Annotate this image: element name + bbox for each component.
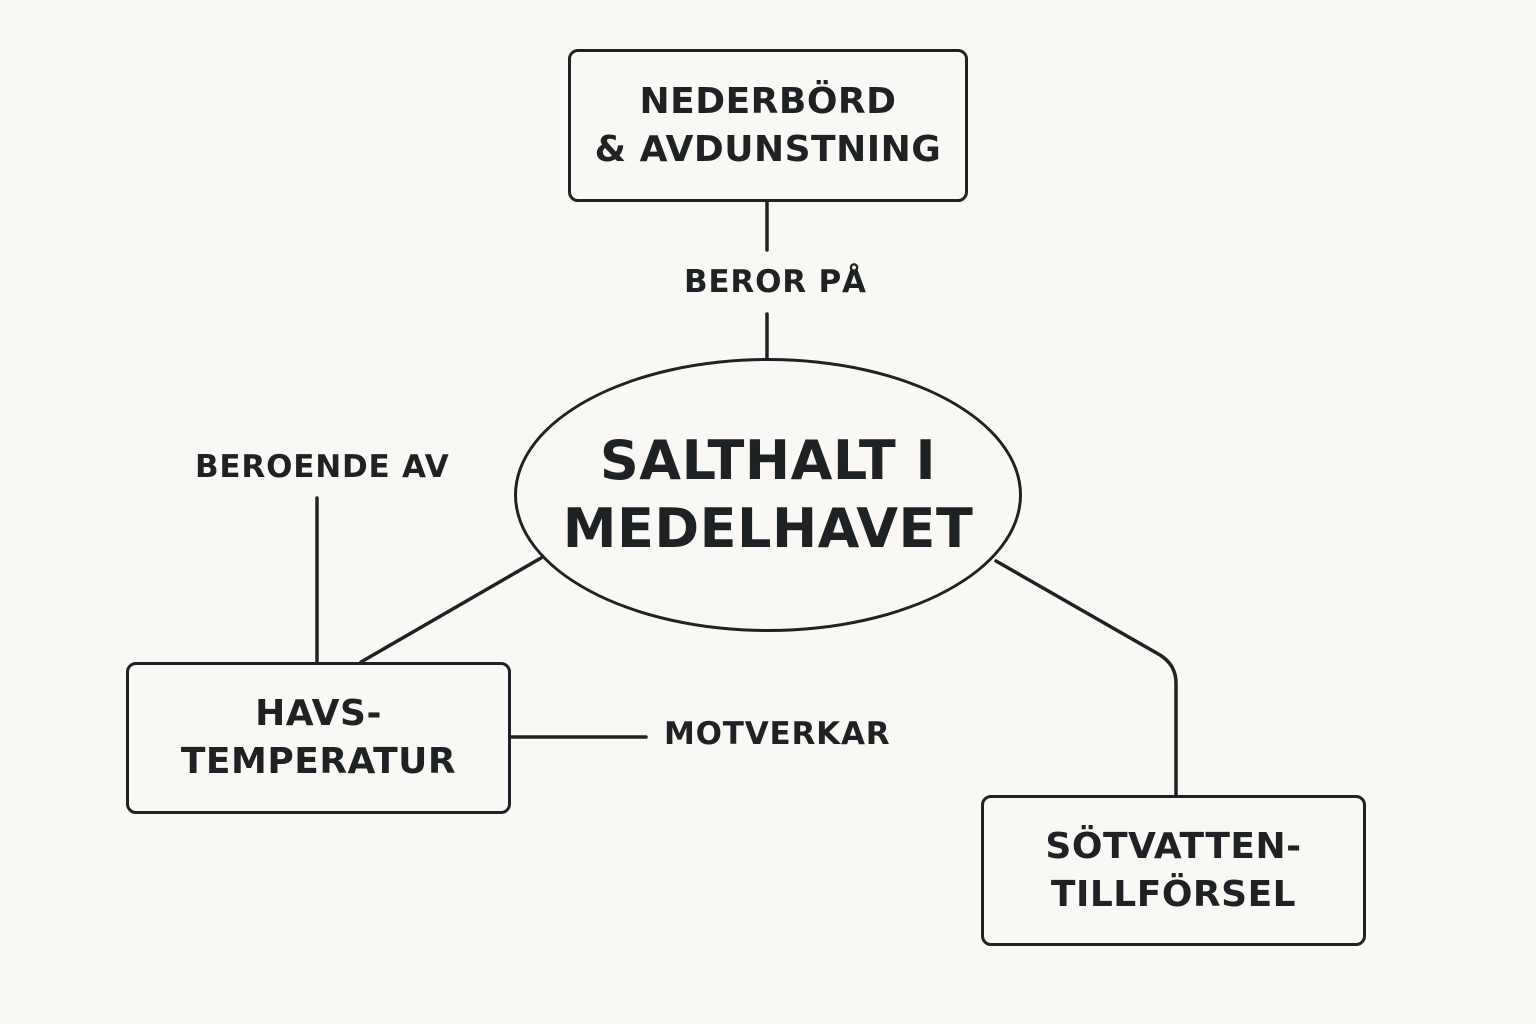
label-counteracts: MOTVERKAR xyxy=(664,716,891,752)
label-depends-on: BEROR PÅ xyxy=(684,264,867,300)
node-center-line1: SALTHALT I xyxy=(599,429,937,492)
connector-center-temperature xyxy=(359,556,543,664)
node-temperature-line2: TEMPERATUR xyxy=(180,741,457,782)
node-center-line2: MEDELHAVET xyxy=(562,497,974,560)
node-sea-temperature: HAVS- TEMPERATUR xyxy=(126,662,511,814)
node-precipitation-evaporation: NEDERBÖRD & AVDUNSTNING xyxy=(568,49,968,202)
label-dependent-on: BEROENDE AV xyxy=(195,449,450,485)
connector-center-freshwater xyxy=(994,559,1178,797)
node-precipitation-line1: NEDERBÖRD xyxy=(639,80,897,122)
node-temperature-line1: HAVS- xyxy=(255,693,382,734)
node-precipitation-line2: & AVDUNSTNING xyxy=(594,128,942,170)
node-freshwater-line1: SÖTVATTEN- xyxy=(1045,825,1302,867)
node-center-salinity: SALTHALT I MEDELHAVET xyxy=(514,358,1022,632)
node-freshwater-line2: TILLFÖRSEL xyxy=(1050,873,1297,915)
node-freshwater-supply: SÖTVATTEN- TILLFÖRSEL xyxy=(981,795,1366,946)
